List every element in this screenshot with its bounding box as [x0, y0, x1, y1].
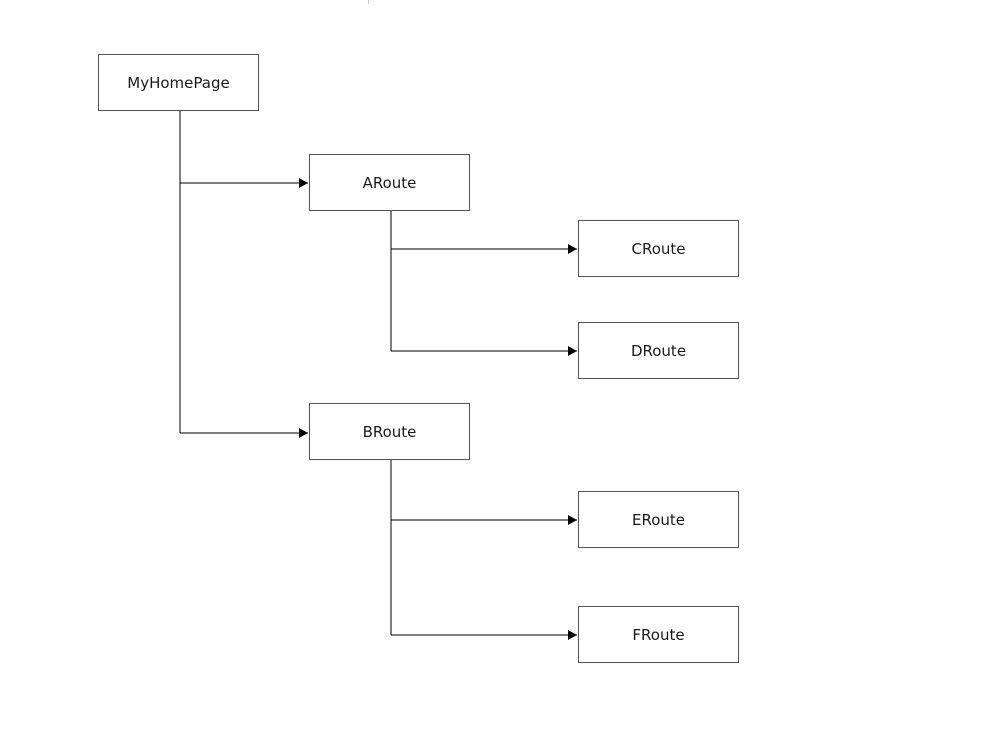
node-myhomepage: MyHomePage — [98, 54, 259, 111]
node-aroute-label: ARoute — [362, 173, 417, 192]
node-croute-label: CRoute — [631, 239, 686, 258]
node-froute: FRoute — [578, 606, 739, 663]
node-eroute-label: ERoute — [631, 510, 686, 529]
node-croute: CRoute — [578, 220, 739, 277]
node-eroute: ERoute — [578, 491, 739, 548]
node-froute-label: FRoute — [632, 625, 685, 644]
node-broute-label: BRoute — [362, 422, 417, 441]
node-aroute: ARoute — [309, 154, 470, 211]
node-droute: DRoute — [578, 322, 739, 379]
top-edge-tick — [368, 0, 369, 4]
node-droute-label: DRoute — [630, 341, 687, 360]
node-myhomepage-label: MyHomePage — [127, 73, 230, 92]
node-broute: BRoute — [309, 403, 470, 460]
